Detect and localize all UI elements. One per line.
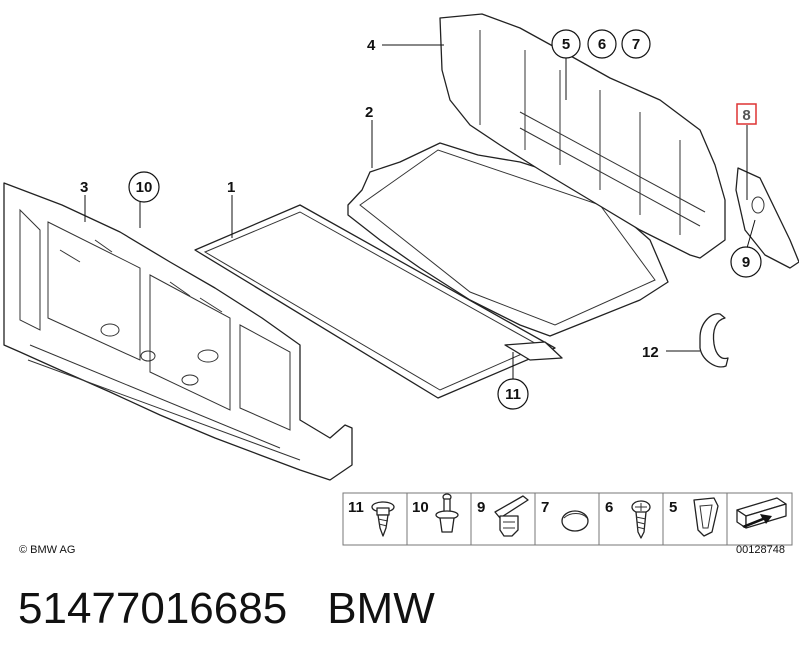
orientation-arrow-icon xyxy=(736,497,787,529)
drawing-number: 00128748 xyxy=(736,544,785,556)
plug-7-icon xyxy=(561,510,589,532)
brand-name: BMW xyxy=(327,584,435,633)
part-3-bulkhead-panel xyxy=(3,182,353,481)
callout-10: 10 xyxy=(136,179,153,196)
fastener-cell-11 xyxy=(342,492,408,546)
fastener-label-5: 5 xyxy=(669,499,677,516)
screw-11-icon xyxy=(371,501,395,537)
callout-4: 4 xyxy=(367,37,376,54)
callout-7: 7 xyxy=(632,36,640,53)
callout-labels: 4 2 3 1 12 10 5 6 7 8 9 11 xyxy=(80,29,762,410)
part-12-clip xyxy=(699,313,729,368)
leader-lines xyxy=(84,44,756,380)
part-9-side-bracket xyxy=(735,167,799,269)
fastener-label-7: 7 xyxy=(541,499,549,516)
callout-10-circle xyxy=(128,171,160,203)
fastener-strip: 11 10 9 7 6 5 xyxy=(342,492,793,556)
fastener-label-6: 6 xyxy=(605,499,613,516)
callout-8: 8 xyxy=(742,107,750,124)
callout-9-circle xyxy=(730,246,762,278)
copyright: © BMW AG xyxy=(19,544,75,556)
callout-7-circle xyxy=(621,29,651,59)
fastener-cell-10 xyxy=(406,492,472,546)
fastener-label-9: 9 xyxy=(477,499,485,516)
callout-1: 1 xyxy=(227,179,235,196)
part-caption: 51477016685 BMW xyxy=(18,584,435,634)
fastener-label-10: 10 xyxy=(412,499,429,516)
part-1-floor-panel xyxy=(194,204,563,399)
screw-6-icon xyxy=(631,500,651,539)
callout-11-circle xyxy=(497,378,529,410)
fastener-label-11: 11 xyxy=(348,499,364,516)
callout-5-circle xyxy=(551,29,581,59)
callout-6: 6 xyxy=(598,36,606,53)
callout-2: 2 xyxy=(365,104,373,121)
fastener-cell-6 xyxy=(598,492,664,546)
callout-5: 5 xyxy=(562,36,570,53)
callout-9: 9 xyxy=(742,254,750,271)
grommet-5-icon xyxy=(693,497,719,537)
callout-8-box xyxy=(736,103,757,125)
callout-11: 11 xyxy=(505,386,521,403)
callout-6-circle xyxy=(587,29,617,59)
rivet-10-icon xyxy=(435,493,459,533)
part-number: 51477016685 xyxy=(18,584,288,633)
callout-12: 12 xyxy=(642,344,659,361)
clip-9-icon xyxy=(494,495,529,537)
callout-3: 3 xyxy=(80,179,88,196)
